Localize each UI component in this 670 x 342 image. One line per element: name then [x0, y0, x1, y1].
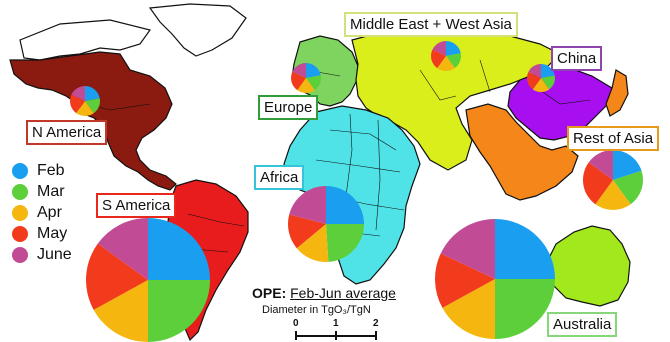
- pie-slice-may: [288, 214, 326, 249]
- pie-china: [527, 64, 555, 93]
- legend-dot: [12, 183, 28, 200]
- pie-australia: [435, 219, 555, 339]
- japan-shape: [605, 69, 629, 117]
- label-n-america: N America: [26, 120, 108, 145]
- pie-slice-feb: [326, 186, 364, 224]
- label-middle-east-west-asia: Middle East + West Asia: [344, 12, 518, 37]
- pie-slice-may: [527, 72, 541, 90]
- month-legend: Feb Mar Apr May June: [12, 160, 72, 265]
- pie-slice-mar: [306, 75, 322, 91]
- pie-slice-apr: [93, 280, 148, 342]
- legend-label: May: [37, 224, 68, 242]
- pie-slice-may: [431, 49, 446, 69]
- scale-tick-2: 2: [373, 318, 379, 329]
- label-europe: Europe: [258, 95, 319, 120]
- pie-slice-june: [289, 186, 326, 224]
- scale-tick-1: 1: [333, 318, 339, 329]
- pie-slice-apr: [595, 180, 631, 211]
- pie-slice-mar: [541, 75, 555, 90]
- label-s-america: S America: [96, 193, 177, 218]
- scale-title: OPE: Feb-Jun average: [252, 285, 396, 301]
- legend-label: Feb: [37, 161, 65, 179]
- legend-label: Mar: [37, 182, 65, 200]
- pie-slice-apr: [296, 224, 329, 262]
- pie-slice-may: [582, 162, 613, 205]
- pie-slice-mar: [326, 224, 364, 262]
- pie-slice-mar: [85, 98, 100, 114]
- pie-slice-feb: [85, 86, 100, 101]
- legend-dot: [12, 246, 28, 263]
- legend-label: Apr: [37, 203, 62, 221]
- pie-slice-may: [290, 71, 306, 91]
- legend-dot: [12, 225, 28, 242]
- legend-item-june: June: [12, 244, 72, 265]
- pie-slice-feb: [446, 41, 461, 56]
- pie-slice-mar: [613, 170, 643, 205]
- label-australia: Australia: [547, 312, 618, 337]
- pie-charts: [70, 41, 643, 342]
- pie-rest-asia: [582, 150, 643, 211]
- pie-slice-apr: [437, 56, 455, 71]
- pie-slice-feb: [495, 219, 555, 279]
- pie-slice-june: [440, 219, 495, 279]
- pie-slice-may: [435, 253, 495, 308]
- australia-shape: [547, 225, 631, 307]
- pie-europe: [290, 63, 322, 94]
- pie-slice-mar: [495, 279, 555, 339]
- legend-item-feb: Feb: [12, 160, 72, 181]
- pie-slice-feb: [148, 218, 210, 280]
- pie-slice-apr: [532, 78, 550, 93]
- scale-tick-0: 0: [293, 318, 299, 329]
- pie-slice-apr: [442, 279, 495, 339]
- pie-slice-june: [528, 64, 541, 78]
- label-rest-of-asia: Rest of Asia: [567, 126, 660, 151]
- scale-subtitle: Diameter in TgO₃/TgN: [262, 304, 371, 316]
- pie-slice-june: [71, 86, 85, 101]
- label-africa: Africa: [254, 165, 305, 190]
- label-china: China: [551, 46, 603, 71]
- greenland-shape: [148, 3, 247, 57]
- pie-slice-may: [70, 94, 85, 114]
- pie-slice-apr: [297, 78, 315, 94]
- pie-slice-apr: [76, 101, 94, 116]
- legend-item-may: May: [12, 223, 72, 244]
- pie-n-america: [70, 86, 100, 116]
- scale-bar: [295, 331, 377, 340]
- pie-slice-feb: [613, 150, 642, 180]
- pie-slice-june: [432, 41, 446, 56]
- pie-slice-mar: [148, 280, 210, 342]
- pie-slice-feb: [541, 64, 555, 78]
- pie-slice-feb: [306, 63, 321, 78]
- pie-slice-mar: [446, 53, 461, 69]
- legend-dot: [12, 162, 28, 179]
- pie-slice-may: [86, 243, 148, 310]
- pie-africa: [288, 186, 364, 262]
- pie-slice-june: [588, 150, 613, 180]
- rest-of-asia-shape: [465, 103, 579, 201]
- pie-slice-june: [97, 218, 148, 280]
- pie-s-america: [86, 218, 210, 342]
- legend-dot: [12, 204, 28, 221]
- legend-item-apr: Apr: [12, 202, 72, 223]
- me-wa-shape: [351, 27, 562, 171]
- legend-label: June: [37, 245, 72, 263]
- pie-slice-june: [292, 63, 306, 78]
- legend-item-mar: Mar: [12, 181, 72, 202]
- pie-me-wa: [431, 41, 461, 71]
